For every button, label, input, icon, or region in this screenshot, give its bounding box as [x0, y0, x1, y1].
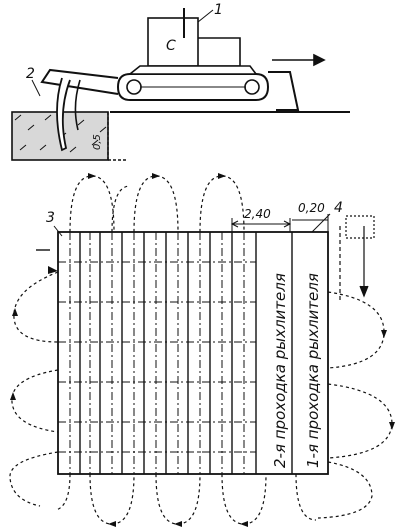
- leader-4: [311, 213, 331, 233]
- cab-letter: С: [166, 38, 176, 54]
- side-pass-marker: [339, 215, 375, 300]
- ripper-tine: [74, 79, 81, 131]
- callout-1: 1: [214, 2, 223, 18]
- ripper-tine: [56, 77, 71, 152]
- front-blade: [268, 71, 300, 111]
- callout-4: 4: [334, 200, 343, 216]
- dimension-2-40: [230, 218, 292, 232]
- loop-arrowheads: [10, 173, 395, 527]
- pass-2-label: 2-я проходка рыхлителя: [271, 273, 289, 468]
- tractor-side-view: [11, 8, 350, 161]
- top-loops: [69, 175, 245, 233]
- leader-1: [197, 9, 214, 23]
- depth-label: 0,5: [92, 134, 103, 150]
- callout-2: 2: [26, 66, 35, 82]
- direction-arrowhead: [313, 53, 326, 67]
- sprocket: [126, 79, 142, 95]
- idler: [244, 79, 260, 95]
- callout-3: 3: [46, 210, 55, 226]
- bottom-loops: [55, 473, 317, 525]
- engine-hood: [198, 37, 241, 67]
- trench: [107, 112, 128, 161]
- pass-1-label: 1-я проходка рыхлителя: [304, 273, 322, 468]
- cross-lines: [58, 232, 256, 474]
- leader-2: [31, 79, 41, 97]
- field-plan: [9, 173, 395, 527]
- ripper-frame: [40, 68, 119, 95]
- dim-gap-label: 0,20: [298, 201, 325, 215]
- dim-strip-label: 2,40: [244, 207, 271, 221]
- strip-lines: [79, 232, 293, 474]
- field-boundary: [57, 231, 329, 475]
- left-loops: [9, 271, 59, 507]
- leader-3: [53, 225, 63, 237]
- tractor-body: [127, 65, 258, 75]
- right-loops: [317, 291, 393, 519]
- dimension-0-20: [292, 214, 329, 232]
